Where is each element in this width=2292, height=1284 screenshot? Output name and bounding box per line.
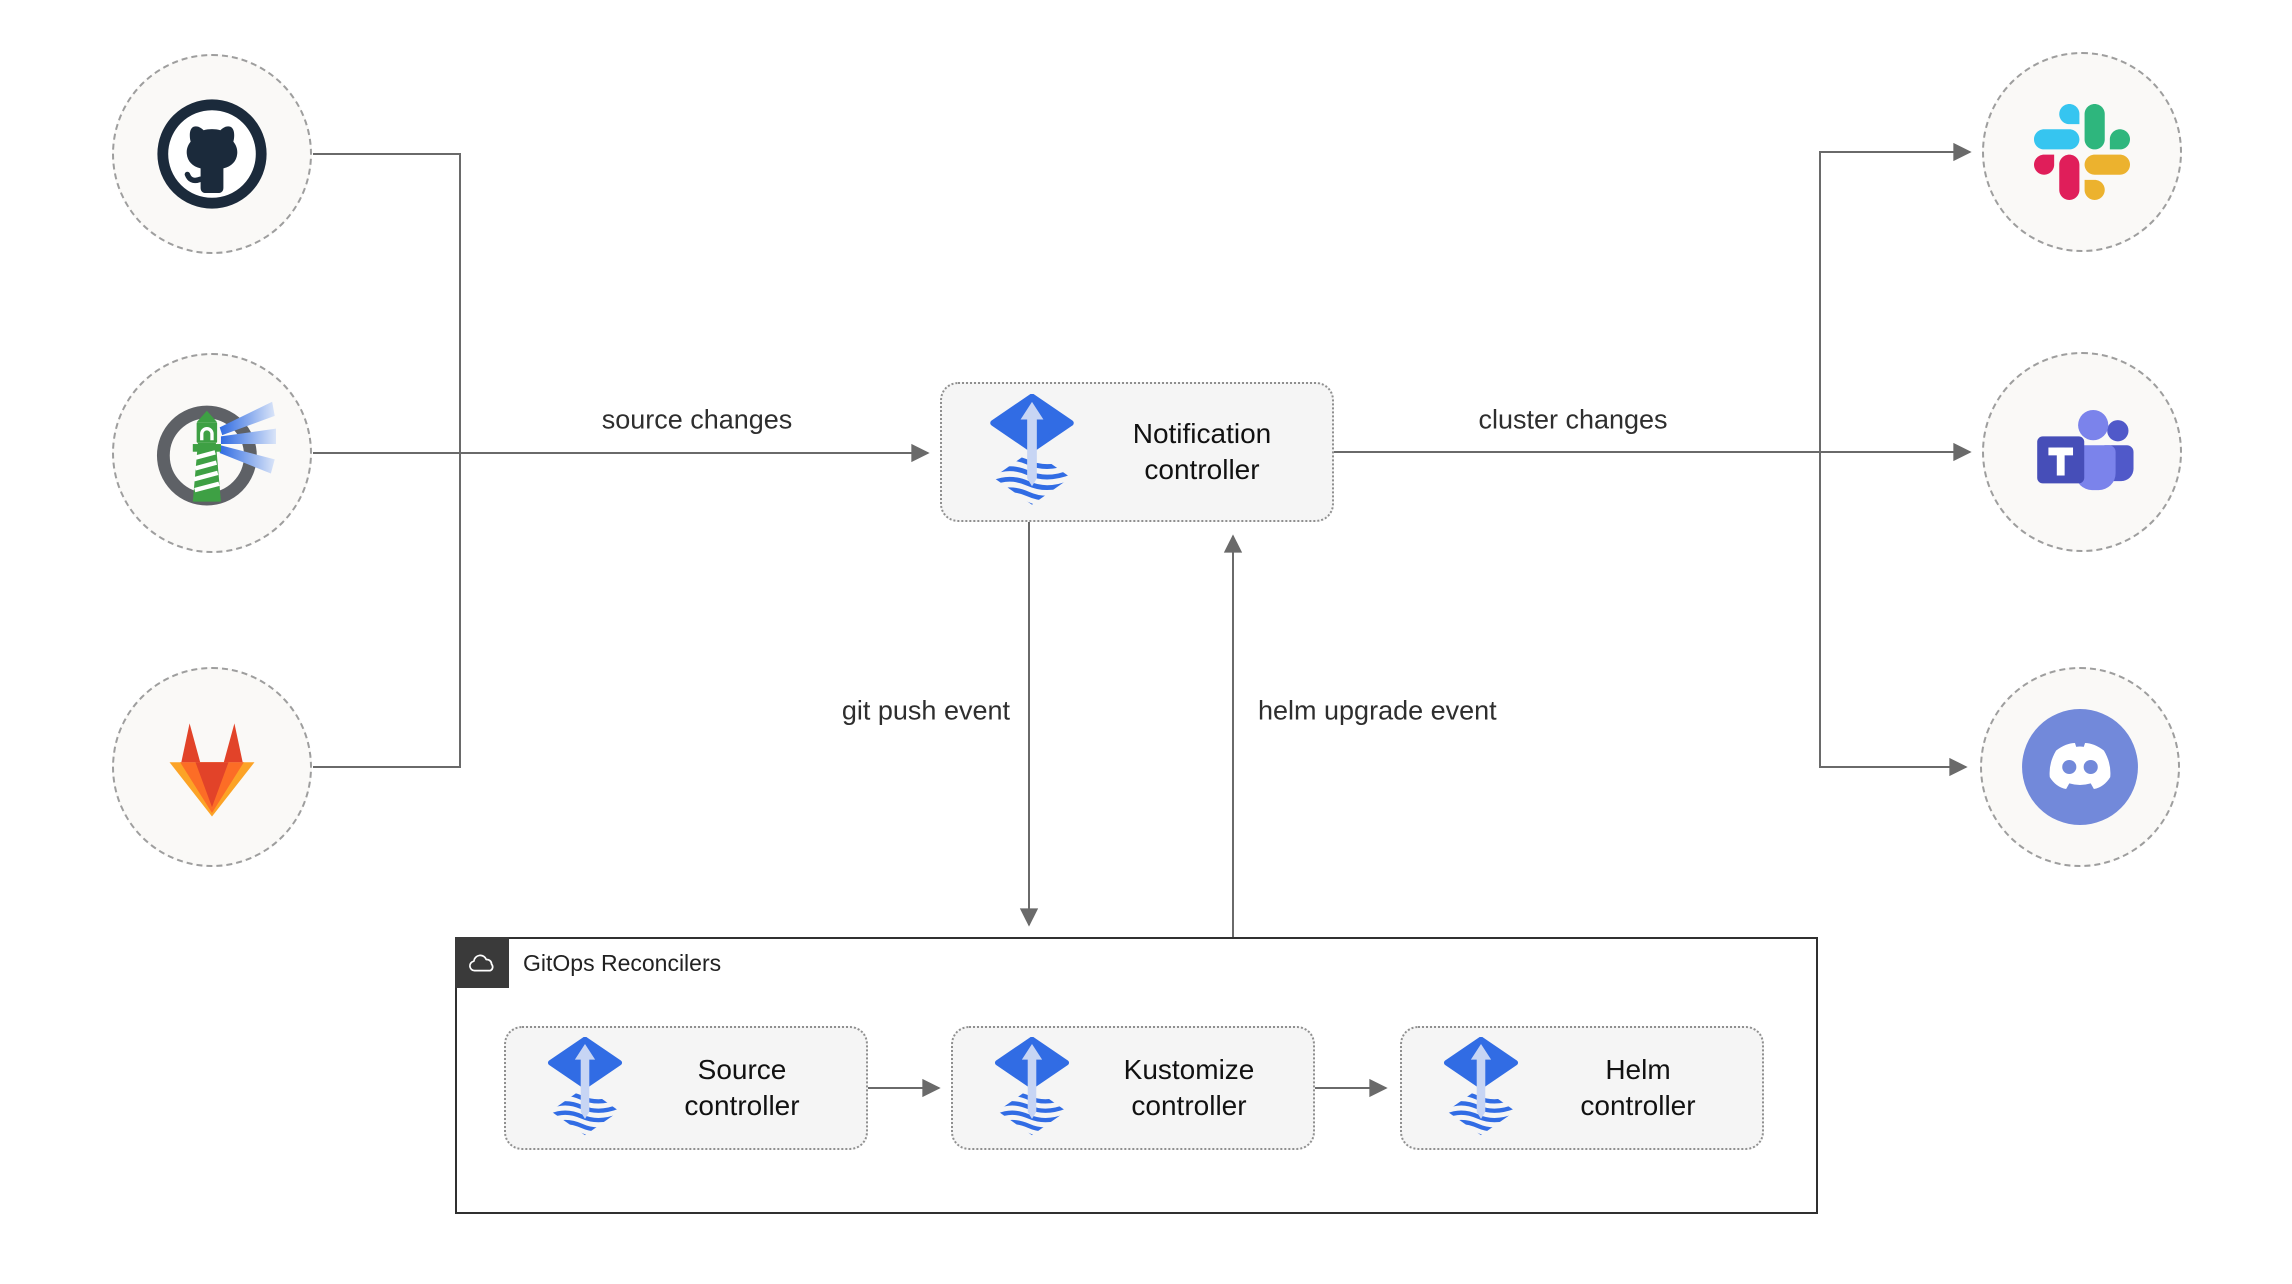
- kustomize-controller-label: Kustomize controller: [1123, 1054, 1255, 1121]
- slack-icon: [2034, 104, 2130, 200]
- endpoint-slack: [1982, 52, 2182, 252]
- gitops-reconcilers-group: GitOps Reconcilers: [455, 937, 1818, 1214]
- cloud-icon: [465, 950, 499, 975]
- endpoint-teams: [1982, 352, 2182, 552]
- kustomize-controller-node: Kustomize controller: [951, 1026, 1315, 1150]
- endpoint-gitlab: [112, 667, 312, 867]
- label-cluster-changes: cluster changes: [1478, 404, 1668, 435]
- flux-icon: [546, 1037, 624, 1140]
- teams-icon: [2037, 410, 2134, 491]
- flux-icon: [993, 1037, 1071, 1140]
- notification-controller-node: Notification controller: [940, 382, 1334, 522]
- label-git-push-event: git push event: [841, 695, 1010, 726]
- github-icon: [157, 99, 267, 209]
- label-source-changes: source changes: [601, 404, 793, 435]
- label-helm-upgrade-event: helm upgrade event: [1258, 695, 1497, 726]
- group-tab: [455, 937, 509, 988]
- source-controller-node: Source controller: [504, 1026, 868, 1150]
- helm-controller-node: Helm controller: [1400, 1026, 1764, 1150]
- helm-controller-label: Helm controller: [1580, 1054, 1696, 1121]
- gitlab-icon: [169, 723, 255, 817]
- endpoint-discord: [1980, 667, 2180, 867]
- source-controller-label: Source controller: [684, 1054, 800, 1121]
- flux-icon: [988, 394, 1076, 510]
- endpoint-github: [112, 54, 312, 254]
- edge-branch-slack: [1819, 142, 1972, 452]
- harbor-icon: [156, 401, 276, 506]
- notification-controller-label: Notification controller: [1132, 418, 1272, 485]
- group-title: GitOps Reconcilers: [523, 950, 722, 976]
- endpoint-harbor: [112, 353, 312, 553]
- discord-icon: [2022, 709, 2138, 825]
- flux-icon: [1442, 1037, 1520, 1140]
- edge-branch-discord: [1819, 452, 1968, 777]
- edge-left-trunk: [313, 153, 461, 768]
